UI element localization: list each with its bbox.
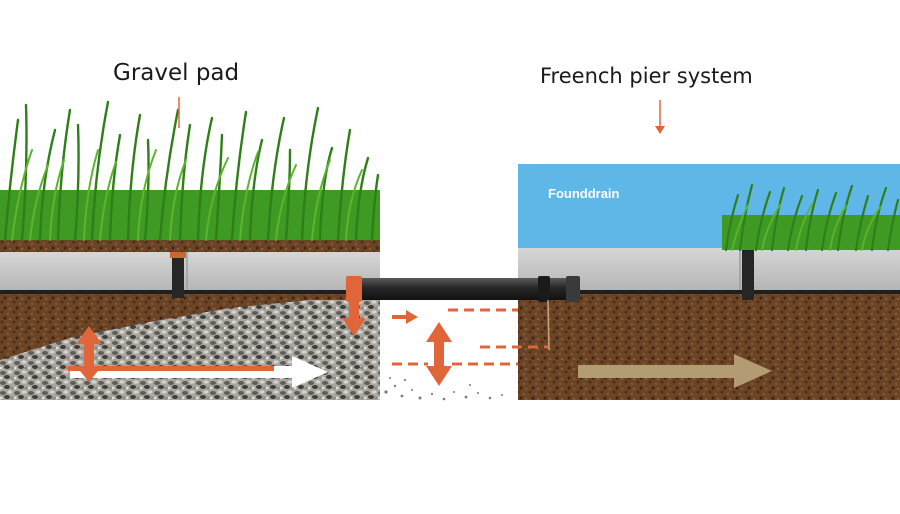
foundation-drain-label: Founddrain <box>548 186 620 201</box>
dashed-flow-lines <box>392 308 548 366</box>
down-arrow-under-coupler <box>342 302 366 336</box>
flow-arrow-tan <box>578 354 772 388</box>
flow-line-orange <box>68 366 274 371</box>
left-post <box>172 252 184 298</box>
drain-pipe <box>346 276 580 302</box>
right-grass <box>722 183 900 252</box>
vertical-double-arrow-middle <box>426 322 452 386</box>
gravel-pad-title: Gravel pad <box>113 60 240 86</box>
right-soil-layer <box>518 294 900 400</box>
vertical-double-arrow-left <box>76 326 102 382</box>
pipe-orange-coupler <box>346 276 362 302</box>
small-right-arrow <box>392 310 418 324</box>
callout-line <box>547 299 550 351</box>
down-arrow-icon <box>655 100 665 134</box>
right-post <box>742 248 754 300</box>
french-pier-system-title: Freench pier system <box>540 64 753 88</box>
left-concrete-slab <box>0 252 380 292</box>
right-concrete-slab <box>518 248 900 292</box>
left-grass <box>0 100 380 242</box>
